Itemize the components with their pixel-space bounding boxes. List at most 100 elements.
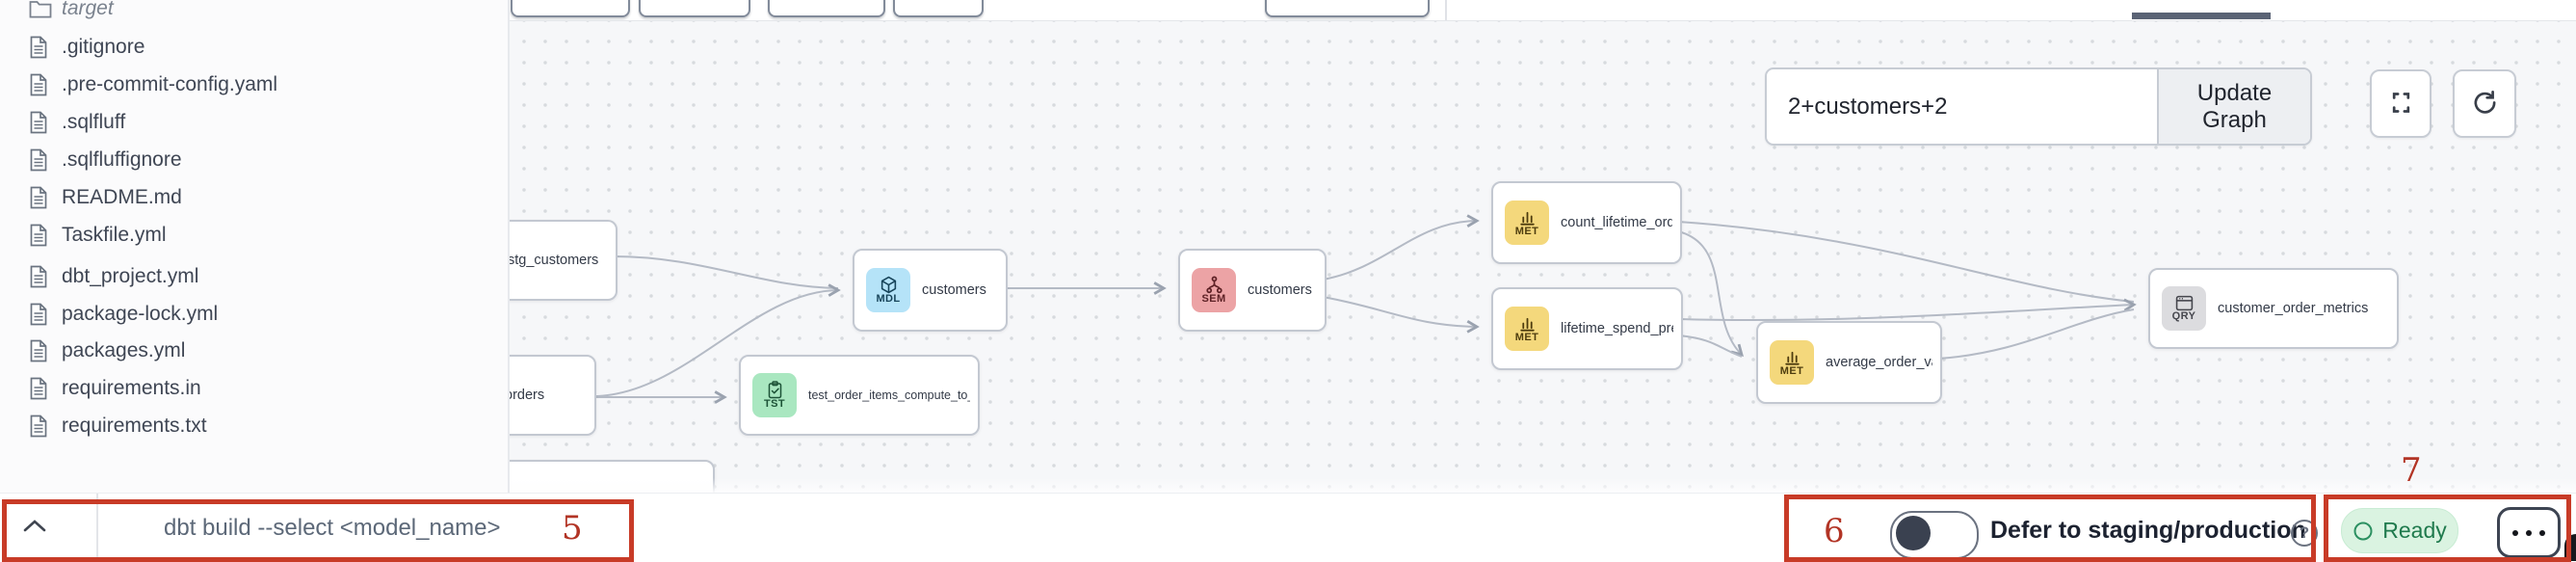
expand-command-panel-button[interactable] <box>13 510 56 545</box>
update-graph-button[interactable]: Update Graph <box>2157 69 2310 144</box>
edge-lifetime_spend_pretax-to-average_order_value <box>1678 335 1743 358</box>
file-icon <box>29 377 52 400</box>
lineage-node-count_lifetime_orders[interactable]: MET count_lifetime_orders <box>1491 181 1682 264</box>
toggle-knob <box>1896 516 1931 550</box>
sidebar-item-file[interactable]: .sqlfluff <box>0 103 508 141</box>
lineage-node-customer_order_metrics[interactable]: QRY customer_order_metrics <box>2148 268 2399 349</box>
lineage-node-average_order_value[interactable]: MET average_order_value <box>1756 321 1942 404</box>
sidebar-item-label: .sqlfluff <box>62 110 126 133</box>
sidebar-item-label: README.md <box>62 185 182 208</box>
refresh-icon <box>2471 89 2499 120</box>
node-label: orders <box>508 388 545 403</box>
graph-selector-group: Update Graph <box>1765 67 2312 146</box>
node-label: average_order_value <box>1826 355 1932 370</box>
sidebar-item-file[interactable]: requirements.in <box>0 369 508 407</box>
sidebar-item-file[interactable]: .sqlfluffignore <box>0 141 508 178</box>
sidebar-item-label: .pre-commit-config.yaml <box>62 72 278 95</box>
sidebar-item-label: dbt_project.yml <box>62 264 199 287</box>
status-badge: Ready <box>2341 508 2458 553</box>
sidebar-item-label: package-lock.yml <box>62 302 219 325</box>
sidebar-item-file[interactable]: .pre-commit-config.yaml <box>0 66 508 103</box>
lineage-node-orders[interactable]: orders <box>508 355 596 436</box>
file-icon <box>29 415 52 438</box>
corner-overlay-fragment <box>2564 534 2576 561</box>
file-icon <box>29 73 52 96</box>
edge-customers_semantic-to-lifetime_spend_pretax <box>1322 296 1477 327</box>
lineage-node-lifetime_spend_pretax[interactable]: MET lifetime_spend_pretax <box>1491 287 1683 370</box>
met-badge-icon: MET <box>1770 340 1814 385</box>
sidebar-item-label: .gitignore <box>62 35 145 58</box>
active-tab-indicator <box>2132 13 2271 19</box>
lineage-node-test_order_items[interactable]: TST test_order_items_compute_to_bools... <box>739 355 980 436</box>
sidebar-item-file[interactable]: packages.yml <box>0 332 508 369</box>
file-icon <box>29 224 52 247</box>
toolbar-button-stub[interactable] <box>893 0 984 17</box>
edge-count_lifetime_orders-to-customer_order_metrics <box>1677 221 2135 303</box>
defer-toggle[interactable] <box>1890 511 1979 559</box>
more-options-button[interactable] <box>2497 507 2561 558</box>
status-label: Ready <box>2382 518 2447 543</box>
bottom-bar-divider <box>96 494 98 561</box>
mdl-badge-icon: MDL <box>866 268 910 312</box>
lineage-node-customers_model[interactable]: MDL customers <box>853 249 1008 332</box>
sidebar-item-file[interactable]: dbt_project.yml <box>0 257 508 295</box>
folder-icon <box>29 0 52 18</box>
edge-customers_semantic-to-count_lifetime_orders <box>1322 221 1477 281</box>
ellipsis-icon <box>2512 529 2545 536</box>
met-badge-icon: MET <box>1505 201 1549 245</box>
node-label: customers <box>922 282 986 298</box>
dbt-command-input[interactable] <box>162 505 570 551</box>
node-label: customer_order_metrics <box>2218 301 2369 316</box>
sidebar-item-file[interactable]: Taskfile.yml <box>0 216 508 254</box>
file-icon <box>29 303 52 326</box>
toolbar-button-stub[interactable] <box>639 0 750 17</box>
lineage-node-customers_semantic[interactable]: SEM customers <box>1178 249 1327 332</box>
bottom-command-bar: Defer to staging/production ? Ready <box>0 493 2576 561</box>
lineage-node-clipped_node[interactable] <box>508 460 715 494</box>
file-icon <box>29 265 52 288</box>
graph-selector-input[interactable] <box>1767 69 2157 144</box>
sidebar-item-file[interactable]: requirements.txt <box>0 407 508 444</box>
edge-orders-to-customers_model <box>591 290 838 397</box>
top-toolbar-strip <box>508 0 2576 22</box>
sem-badge-icon: SEM <box>1192 268 1236 312</box>
sidebar-item-label: requirements.in <box>62 376 201 399</box>
tst-badge-icon: TST <box>752 373 797 417</box>
sidebar-item-label: Taskfile.yml <box>62 223 167 246</box>
met-badge-icon: MET <box>1505 307 1549 351</box>
node-label: test_order_items_compute_to_bools... <box>808 388 970 402</box>
sidebar-item-file[interactable]: package-lock.yml <box>0 295 508 333</box>
status-circle-icon <box>2353 521 2374 542</box>
file-icon <box>29 339 52 362</box>
refresh-button[interactable] <box>2453 69 2516 138</box>
edge-lifetime_spend_pretax-to-customer_order_metrics <box>1678 305 2134 322</box>
edge-average_order_value-to-customer_order_metrics <box>1937 308 2135 360</box>
fullscreen-button[interactable] <box>2370 69 2431 138</box>
node-label: stg_customers <box>508 253 599 268</box>
sidebar-item-label: target <box>62 0 114 19</box>
file-icon <box>29 186 52 209</box>
help-icon[interactable]: ? <box>2291 520 2318 547</box>
file-explorer-sidebar: target .gitignore .pre-commit-config.yaml… <box>0 0 510 494</box>
lineage-node-stg_customers[interactable]: stg_customers <box>508 220 618 301</box>
toolbar-button-stub[interactable] <box>1265 0 1430 17</box>
node-label: lifetime_spend_pretax <box>1561 321 1673 336</box>
file-icon <box>29 36 52 59</box>
edge-count_lifetime_orders-to-average_order_value <box>1677 230 1742 355</box>
node-label: customers <box>1248 282 1312 298</box>
sidebar-item-label: packages.yml <box>62 338 186 361</box>
sidebar-item-file[interactable]: .gitignore <box>0 28 508 66</box>
sidebar-item-label: requirements.txt <box>62 414 207 437</box>
file-icon <box>29 111 52 134</box>
sidebar-item-file[interactable]: README.md <box>0 178 508 216</box>
qry-badge-icon: QRY <box>2162 286 2206 331</box>
toolbar-button-stub[interactable] <box>511 0 630 17</box>
lineage-edges <box>591 21 2576 494</box>
node-label: count_lifetime_orders <box>1561 215 1672 230</box>
sidebar-item-target-folder[interactable]: target <box>0 0 508 27</box>
fullscreen-icon <box>2388 90 2414 119</box>
toolbar-button-stub[interactable] <box>768 0 885 17</box>
toolbar-divider <box>1445 0 1447 20</box>
edge-stg_customers-to-customers_model <box>613 255 839 289</box>
